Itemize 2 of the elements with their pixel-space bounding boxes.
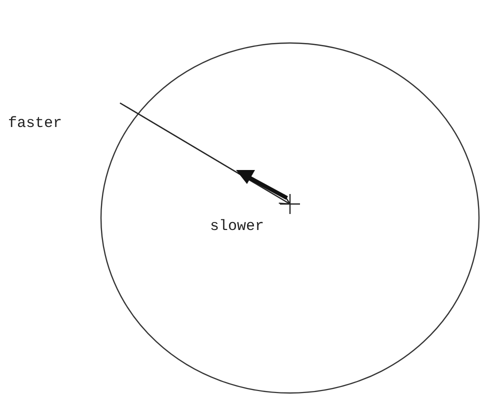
speed-label: faster — [8, 116, 62, 131]
speed-label: slower — [210, 219, 264, 234]
